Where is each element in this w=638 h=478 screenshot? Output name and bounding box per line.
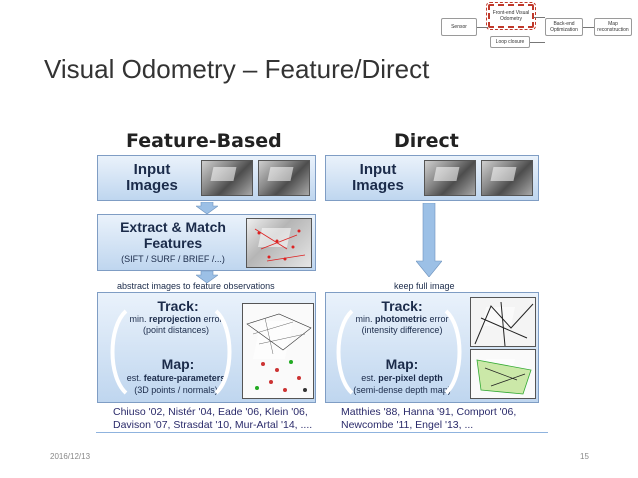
direct-map-desc: est. per-pixel depth [330,373,474,383]
input-image-photo [201,160,253,196]
bottom-rule [96,432,548,433]
feature-extract-panel: Extract & Match Features (SIFT / SURF / … [97,214,316,271]
input-image-photo [481,160,533,196]
depthmap-icon [476,359,532,395]
long-down-arrow-icon [416,203,442,277]
feature-track-map-panel: Track: min. reprojection error (point di… [97,292,316,403]
pipeline-loop-closure: Loop closure [490,36,530,48]
pipeline-backend: Back-end Optimization [545,18,583,36]
pipeline-connector [583,27,594,28]
pipeline-frontend: Front-end Visual Odometry [486,2,536,30]
direct-map-pre: est. [361,373,379,383]
pipeline-sensor: Sensor [441,18,477,36]
wireframe-icon [474,301,534,346]
direct-track-map-panel: Track: min. photometric error (intensity… [325,292,539,403]
down-arrow-icon [196,271,218,283]
feature-match-image [246,218,312,268]
feature-track-desc: min. reprojection error [106,314,246,324]
feature-track-note: (point distances) [142,325,210,335]
feature-refs-line2: Davison '07, Strasdat '10, Mur-Artal '14… [113,419,313,431]
feature-map-pre: est. [126,373,144,383]
feature-input-label: Input Images [126,161,178,194]
direct-track-post: error [427,314,449,324]
extract-subtitle: (SIFT / SURF / BRIEF /...) [121,254,225,264]
feature-track-post: error [201,314,223,324]
input-image-photo [258,160,310,196]
feature-points-icon [254,228,306,262]
down-arrow-icon [196,202,218,214]
footer-date: 2016/12/13 [50,452,91,461]
pipeline-connector [477,27,488,28]
direct-depthmap-image [470,349,536,399]
direct-track-title: Track: [381,298,423,314]
cycle-arrow-left-icon [110,309,128,395]
direct-track-bold: photometric [374,314,427,324]
direct-wireframe-image [470,297,536,347]
direct-track-pre: min. [355,314,375,324]
feature-heading: Feature-Based [126,130,282,152]
feature-refs-line1: Chiuso '02, Nistér '04, Eade '06, Klein … [113,406,308,418]
pipeline-connector [534,17,545,18]
feature-map-bold: feature-parameters [143,373,226,383]
feature-abstract-caption: abstract images to feature observations [117,281,275,291]
feature-pointcloud-image [242,303,314,399]
direct-map-note: (semi-dense depth map) [353,385,451,395]
feature-references: Chiuso '02, Nistér '04, Eade '06, Klein … [113,406,312,432]
direct-keep-caption: keep full image [394,281,455,291]
direct-track-desc: min. photometric error [330,314,474,324]
direct-input-panel: Input Images [325,155,539,201]
direct-refs-line1: Matthies '88, Hanna '91, Comport '06, [341,406,517,418]
pipeline-connector [530,42,545,43]
cycle-arrow-right-icon [444,309,462,395]
feature-track-bold: reprojection [148,314,201,324]
extract-title: Extract & Match Features [120,219,226,251]
feature-map-desc: est. feature-parameters [106,373,246,383]
direct-refs-line2: Newcombe '11, Engel '13, ... [341,419,474,431]
direct-references: Matthies '88, Hanna '91, Comport '06, Ne… [341,406,516,432]
cycle-arrow-left-icon [336,309,354,395]
pointcloud-icon [246,313,312,392]
footer-page-number: 15 [580,452,589,461]
direct-input-label: Input Images [352,161,404,194]
direct-map-title: Map: [385,356,419,372]
cycle-arrow-right-icon [214,309,232,395]
pipeline-map: Map reconstruction [594,18,632,36]
direct-heading: Direct [394,130,459,152]
feature-track-pre: min. [129,314,149,324]
direct-track-note: (intensity difference) [361,325,443,335]
slide-title: Visual Odometry – Feature/Direct [44,54,430,84]
input-image-photo [424,160,476,196]
feature-input-panel: Input Images [97,155,316,201]
feature-map-note: (3D points / normals) [134,385,218,395]
feature-map-title: Map: [161,356,195,372]
feature-track-title: Track: [157,298,199,314]
direct-map-bold: per-pixel depth [378,373,443,383]
